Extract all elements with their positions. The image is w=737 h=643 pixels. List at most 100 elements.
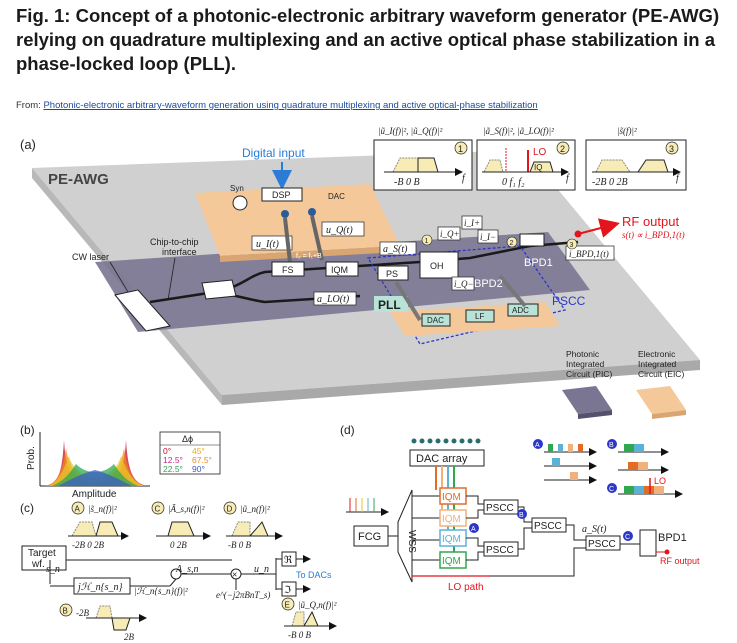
svg-text:E: E — [285, 601, 290, 610]
iBPD-label: i_BPD,1(t) — [569, 249, 609, 259]
iQp-label: i_Q+ — [440, 229, 460, 239]
pll-green-bar — [374, 296, 408, 312]
uQ-label-box — [321, 221, 365, 237]
un-label: u_n — [254, 564, 269, 575]
sn-label: s_n — [46, 564, 60, 575]
bpd1-label: BPD1 — [524, 257, 553, 269]
pscc-2 — [483, 541, 519, 557]
source-line: From: Photonic-electronic arbitrary-wave… — [16, 100, 538, 111]
digital-input-label: Digital input — [242, 146, 305, 160]
pscc-3 — [531, 517, 567, 533]
svg-text:PSCC: PSCC — [588, 539, 616, 550]
target-waveform-box — [21, 545, 67, 571]
svg-text:3: 3 — [570, 242, 574, 249]
svg-text:Integrated: Integrated — [638, 359, 677, 369]
svg-text:f: f — [676, 173, 680, 184]
bpd2-label: BPD2 — [474, 278, 503, 290]
svg-text:LO: LO — [533, 147, 547, 158]
pe-awg-label: PE-AWG — [48, 171, 109, 188]
dac-label: DAC — [328, 192, 345, 201]
legend-22deg: 22.5° — [163, 464, 183, 474]
panel-b-xlabel: Amplitude — [72, 489, 117, 500]
svg-text:-2B 0 2B: -2B 0 2B — [592, 177, 628, 188]
synthesizer-icon — [232, 195, 248, 211]
legend-90deg: 90° — [192, 464, 205, 474]
dac-array-pins — [411, 438, 481, 444]
dac-array-label: DAC array — [416, 453, 468, 465]
as-label-d: a_S(t) — [582, 524, 607, 535]
panel-b-ylabel: Prob. — [26, 446, 37, 470]
bpd1-block — [519, 233, 545, 247]
fs-label: FS — [282, 265, 294, 275]
pscc-region — [366, 245, 567, 345]
pic-eic-legend: Photonic Integrated Circuit (PIC) Electr… — [562, 349, 686, 419]
iqm-block — [325, 261, 359, 277]
spectrum-1-label: |ũ_I(f)|², |ũ_Q(f)|² — [378, 126, 443, 136]
iIp-label: i_I+ — [464, 218, 480, 228]
legend-67deg: 67.5° — [192, 455, 212, 465]
pscc-4 — [585, 535, 621, 551]
spectrum-inset-3: |s̃(f)|² -2B 0 2B f 3 — [585, 126, 687, 191]
pscc-label: PSCC — [552, 294, 586, 308]
source-article-link[interactable]: Photonic-electronic arbitrary-waveform g… — [43, 100, 538, 111]
svg-text:-B 0 B: -B 0 B — [228, 540, 251, 550]
panel-c-label: (c) — [20, 501, 34, 515]
svg-text:2B: 2B — [124, 632, 135, 642]
amplitude-histogram — [44, 440, 148, 486]
legend-45deg: 45° — [192, 446, 205, 456]
svg-text:D: D — [227, 505, 233, 514]
svg-text:LO: LO — [654, 476, 666, 486]
svg-text:1: 1 — [458, 144, 463, 154]
panel-a-label: (a) — [20, 137, 36, 152]
aLO-label-box — [313, 291, 357, 306]
svg-text:0 f₁ f₂: 0 f₁ f₂ — [502, 177, 525, 188]
from-label: From: — [16, 100, 41, 111]
svg-text:3: 3 — [669, 144, 674, 154]
phase-legend — [159, 431, 221, 475]
svg-text:Integrated: Integrated — [566, 359, 605, 369]
iqm-label: IQM — [331, 265, 348, 275]
svg-text:B: B — [609, 442, 614, 449]
asn-label: A_s,n — [175, 564, 199, 575]
oh-label: OH — [430, 261, 444, 271]
svg-text:IQ: IQ — [534, 163, 542, 172]
svg-text:|ũ_n(f)|²: |ũ_n(f)|² — [240, 504, 270, 514]
svg-text:1: 1 — [425, 238, 429, 245]
svg-text:Circuit (PIC): Circuit (PIC) — [566, 369, 612, 379]
panel-b-label: (b) — [20, 423, 35, 437]
svg-text:f: f — [566, 173, 570, 184]
svg-text:A: A — [471, 526, 476, 533]
svg-text:ℑ: ℑ — [284, 585, 291, 596]
svg-text:|Ã_s,n(f)|²: |Ã_s,n(f)|² — [168, 504, 205, 514]
bpd1-box-d — [639, 529, 657, 557]
legend-0deg: 0° — [163, 446, 171, 456]
svg-text:C: C — [155, 505, 161, 514]
svg-text:|ℋ̃_n{s_n}(f)|²: |ℋ̃_n{s_n}(f)|² — [134, 585, 188, 596]
rf-output-label: RF output — [622, 214, 679, 229]
svg-text:PSCC: PSCC — [534, 521, 562, 532]
ps-label: PS — [386, 269, 398, 279]
pscc-1 — [483, 499, 519, 515]
rf-output-equation: s(t) ∝ i_BPD,1(t) — [622, 230, 685, 240]
spectrum-2-label: |ã_S(f)|², |ã_LO(f)|² — [483, 126, 554, 136]
svg-text:-B 0 B: -B 0 B — [288, 630, 311, 640]
svg-text:×: × — [232, 570, 237, 580]
fs-block — [271, 261, 305, 277]
uQ-label: u_Q(t) — [326, 225, 353, 236]
lf-block — [465, 309, 495, 323]
svg-text:A: A — [75, 505, 81, 514]
svg-text:f: f — [462, 173, 466, 184]
exp-label: e^(−j2πBnT_s) — [216, 590, 270, 600]
chip-interface-label-2: interface — [162, 247, 197, 257]
aLO-label: a_LO(t) — [317, 294, 350, 305]
dsp-label: DSP — [272, 190, 291, 200]
svg-text:|ũ_Q,n(f)|²: |ũ_Q,n(f)|² — [298, 600, 337, 610]
svg-text:RF output: RF output — [660, 556, 700, 566]
iIm-label: i_I− — [480, 232, 496, 242]
lo-path-label: LO path — [448, 582, 484, 593]
phase-legend-title: Δϕ — [182, 434, 193, 444]
uI-label-box — [251, 235, 293, 251]
svg-text:wf.: wf. — [31, 559, 45, 570]
uI-label: u_I(t) — [256, 239, 279, 250]
